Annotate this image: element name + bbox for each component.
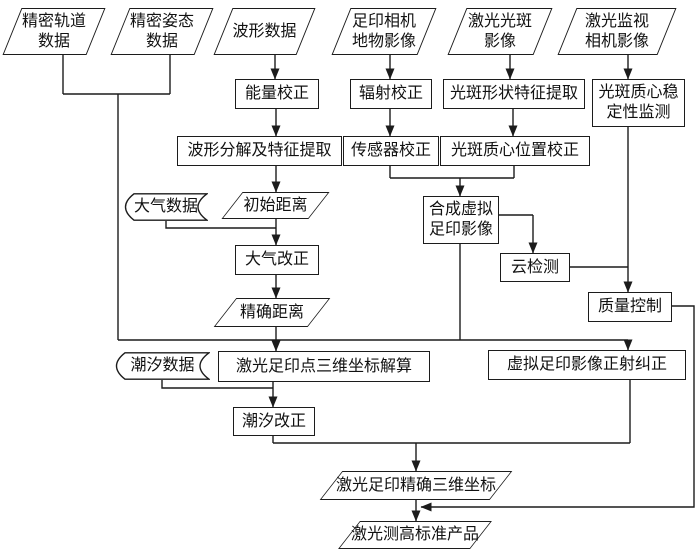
- node-spot-shape-feature-extraction: 光斑形状特征提取: [443, 79, 585, 109]
- parallelogram-shape: [213, 298, 331, 327]
- node-footprint-camera-image: 足印相机 地物影像: [331, 8, 437, 55]
- node-cloud-detection: 云检测: [500, 253, 570, 282]
- parallelogram-shape: [213, 8, 316, 55]
- node-initial-range: 初始距离: [221, 192, 330, 219]
- node-energy-correction: 能量校正: [235, 79, 319, 109]
- node-attitude-data: 精密姿态 数据: [110, 8, 214, 55]
- parallelogram-shape: [319, 471, 513, 500]
- node-spot-centroid-stability-monitoring: 光斑质心稳 定性监测: [592, 79, 685, 127]
- node-synthesize-virtual-footprint-image: 合成虚拟 足印影像: [423, 196, 499, 244]
- node-waveform-data: 波形数据: [213, 8, 316, 55]
- node-atmospheric-correction: 大气改正: [235, 245, 319, 275]
- node-quality-control: 质量控制: [588, 292, 672, 322]
- parallelogram-shape: [221, 192, 330, 219]
- node-orbit-data: 精密轨道 数据: [2, 8, 106, 55]
- node-tide-correction: 潮汐改正: [233, 407, 315, 436]
- node-footprint-3d-coordinate-solution: 激光足印点三维坐标解算: [218, 351, 430, 382]
- parallelogram-shape: [447, 8, 553, 55]
- node-sensor-correction: 传感器校正: [343, 136, 439, 166]
- node-laser-spot-image: 激光光斑 影像: [447, 8, 553, 55]
- parallelogram-shape: [331, 8, 437, 55]
- node-virtual-footprint-orthorectification: 虚拟足印影像正射纠正: [488, 350, 686, 380]
- stored-data-shape: [115, 352, 210, 380]
- node-radiometric-correction: 辐射校正: [350, 79, 432, 109]
- node-laser-monitor-camera-image: 激光监视 相机影像: [557, 8, 677, 55]
- node-accurate-footprint-3d-coordinates: 激光足印精确三维坐标: [319, 471, 513, 500]
- edge-quality-control-return: [420, 305, 695, 512]
- node-standard-product: 激光测高标准产品: [338, 521, 492, 549]
- parallelogram-shape: [557, 8, 677, 55]
- parallelogram-shape: [338, 521, 492, 549]
- parallelogram-shape: [110, 8, 214, 55]
- edge-plain-segments: [62, 55, 631, 444]
- node-spot-centroid-position-correction: 光斑质心位置校正: [440, 136, 590, 166]
- stored-data-shape: [124, 193, 208, 221]
- node-tide-data: 潮汐数据: [115, 352, 210, 380]
- node-waveform-decomposition: 波形分解及特征提取: [177, 136, 342, 166]
- parallelogram-shape: [2, 8, 106, 55]
- node-accurate-range: 精确距离: [213, 298, 331, 327]
- node-atmospheric-data: 大气数据: [124, 193, 208, 221]
